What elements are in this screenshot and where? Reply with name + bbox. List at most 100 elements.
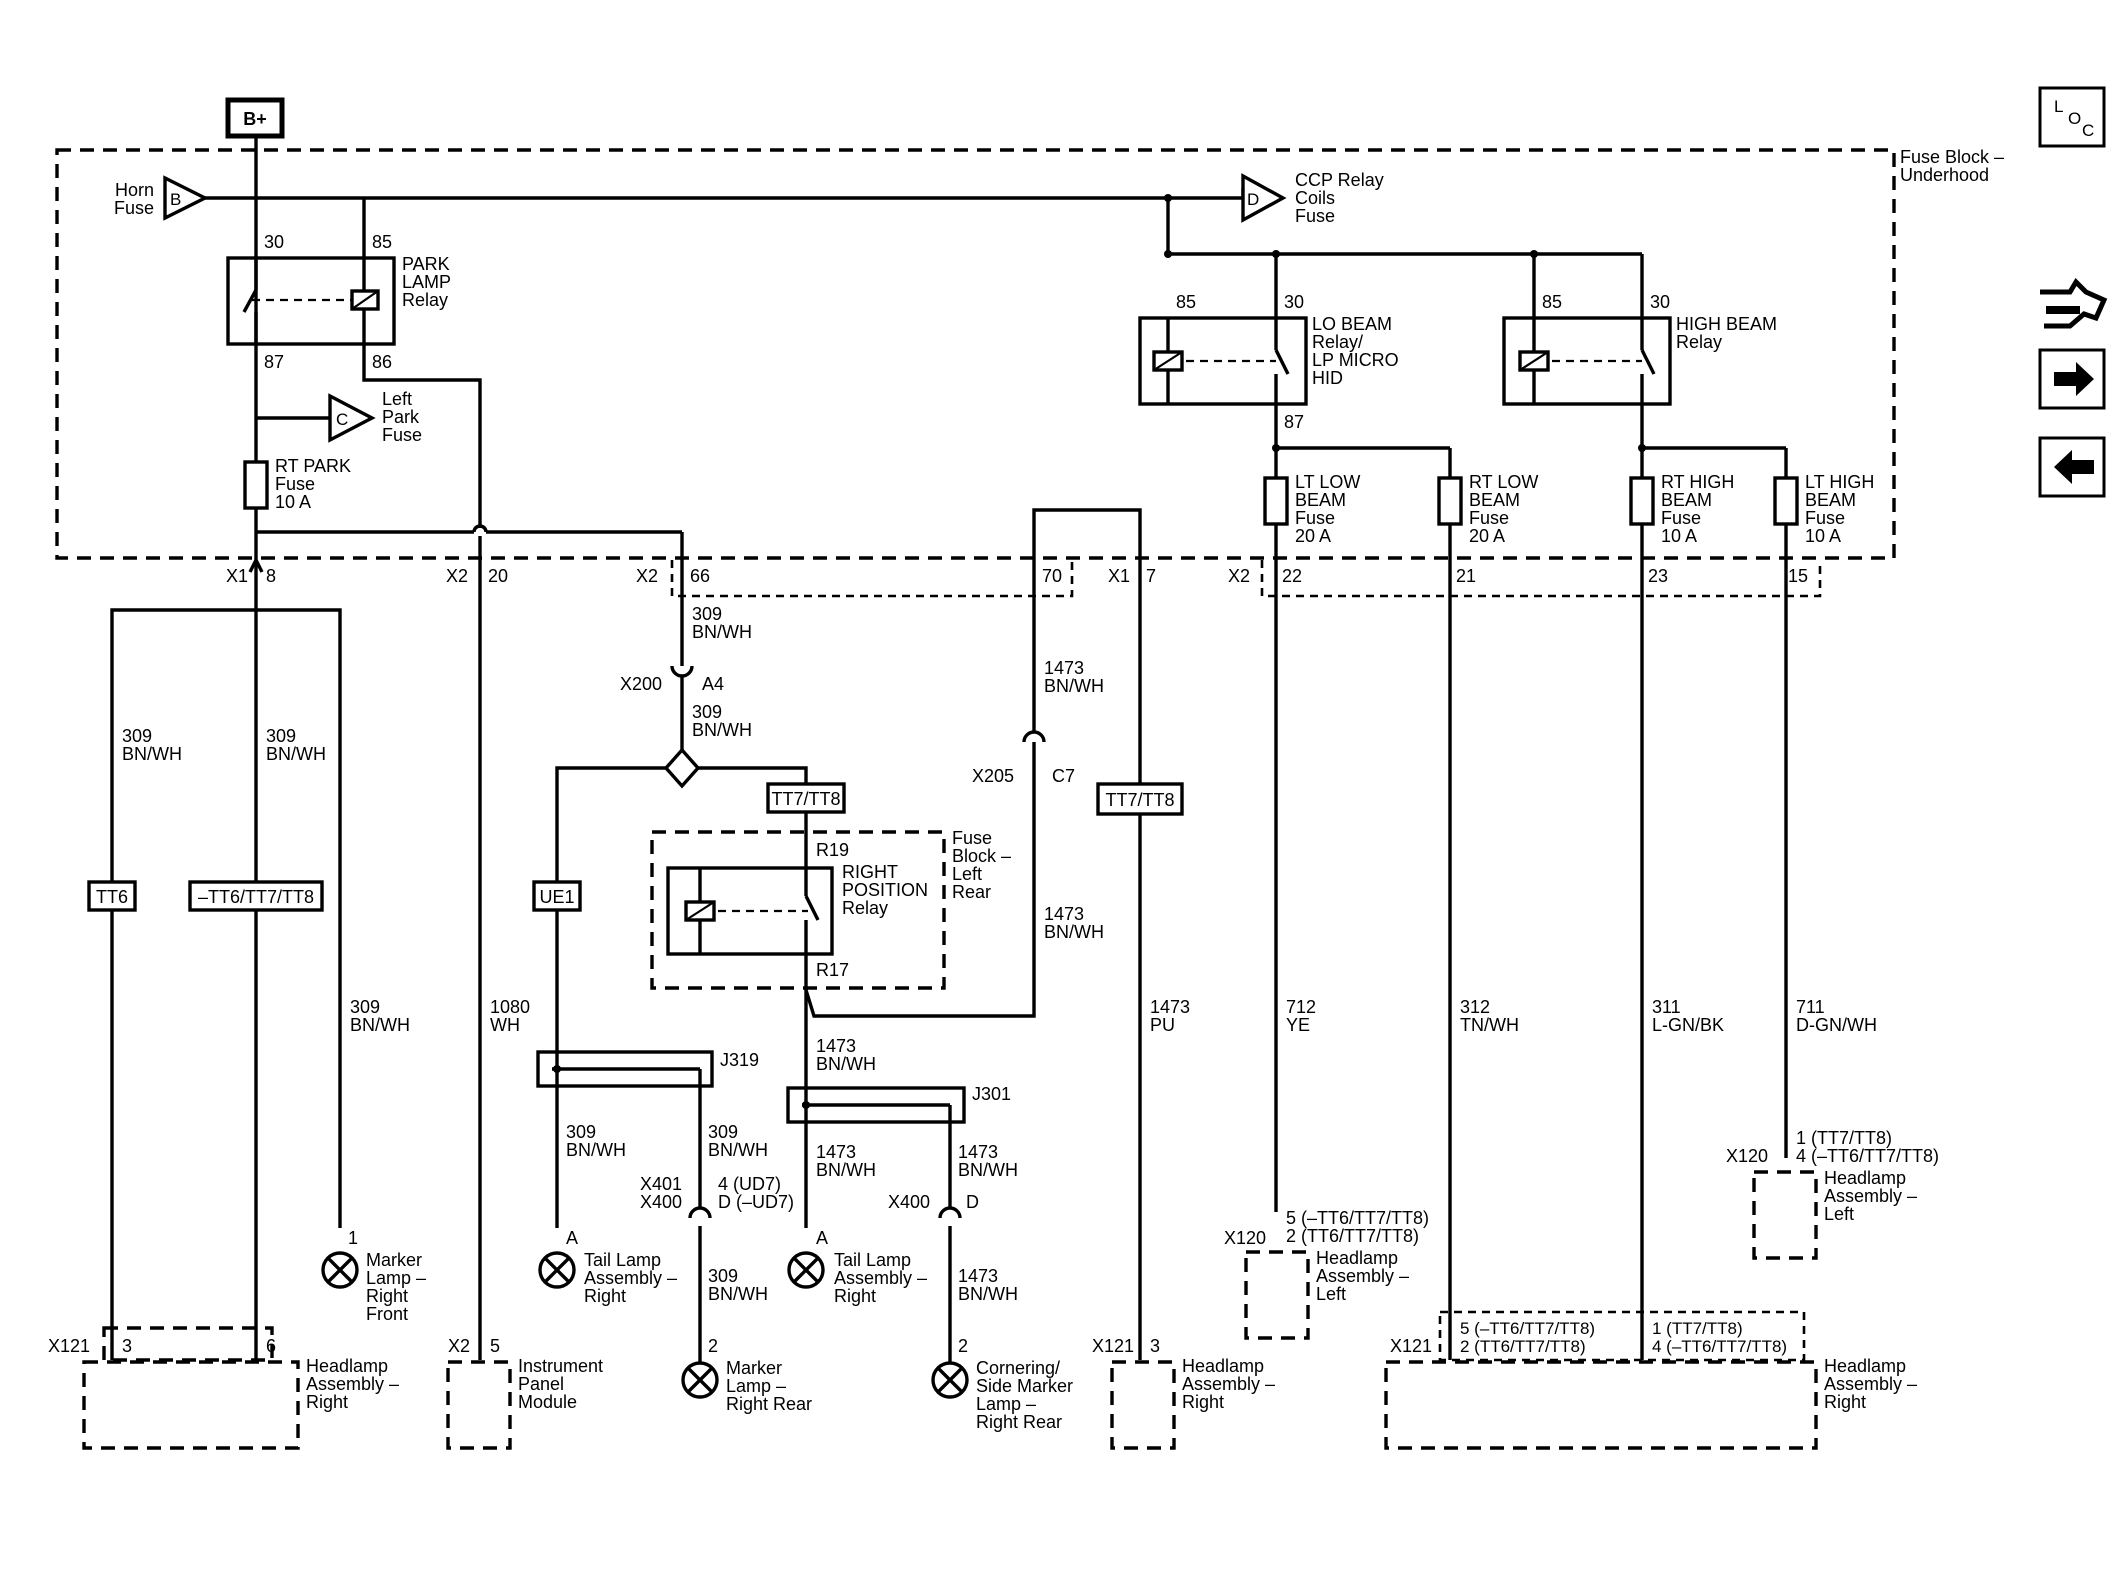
splice-pack-j319	[536, 1050, 714, 1088]
back-button[interactable]	[2038, 436, 2106, 498]
lo-beam-relay-label-2: Relay/	[1312, 332, 1363, 352]
marker-rear-label-2: Lamp –	[726, 1376, 786, 1396]
tail-lamp-a-label-2: Assembly –	[584, 1268, 677, 1288]
ipm-label-1: Instrument	[518, 1356, 603, 1376]
left-park-fuse-label-1: Left	[382, 389, 412, 409]
headlamp-assembly-right-a	[82, 1360, 300, 1450]
wire-1080-color: WH	[490, 1015, 520, 1035]
x120-right-pin-1: 1 (TT7/TT8)	[1796, 1128, 1892, 1148]
wire-311-color: L-GN/BK	[1652, 1015, 1724, 1035]
forward-button[interactable]	[2038, 348, 2106, 410]
horn-fuse-label-2: Fuse	[114, 198, 154, 218]
wire-711-color: D-GN/WH	[1796, 1015, 1877, 1035]
splice-pack-j301	[786, 1086, 966, 1124]
left-park-fuse-label-3: Fuse	[382, 425, 422, 445]
park-relay-label-2: LAMP	[402, 272, 451, 292]
park-relay-pin-85: 85	[372, 232, 392, 252]
wire-312-color: TN/WH	[1460, 1015, 1519, 1035]
position-relay-r19: R19	[816, 840, 849, 860]
ccp-fuse-label-2: Coils	[1295, 188, 1335, 208]
marker-rear-label-3: Right Rear	[726, 1394, 812, 1414]
fuse-block-underhood-label-1: Fuse Block –	[1900, 147, 2004, 167]
wire-309-x400-color: BN/WH	[708, 1284, 768, 1304]
wire-309-x400-num: 309	[708, 1266, 738, 1286]
wire-712-color: YE	[1286, 1015, 1310, 1035]
lt-high-fuse-label-1: LT HIGH	[1805, 472, 1874, 492]
cornering-label-3: Lamp –	[976, 1394, 1036, 1414]
x2-ipm-pin: 5	[490, 1336, 500, 1356]
park-relay-pin-87: 87	[264, 352, 284, 372]
x400-d-pin: D	[966, 1192, 979, 1212]
lo-beam-relay-label-3: LP MICRO	[1312, 350, 1399, 370]
ipm-label-3: Module	[518, 1392, 577, 1412]
headlamp-assembly-left-b	[1752, 1170, 1818, 1260]
connector-x1-a-pin: 8	[266, 566, 276, 586]
x400-d-name: X400	[888, 1192, 930, 1212]
connector-pin-70: 70	[1042, 566, 1062, 586]
x121-a-pin-3: 3	[122, 1336, 132, 1356]
lo-beam-relay-pin-30: 30	[1284, 292, 1304, 312]
headlamp-left-b-label-1: Headlamp	[1824, 1168, 1906, 1188]
park-relay-pin-30: 30	[264, 232, 284, 252]
x121-a-name: X121	[48, 1336, 90, 1356]
park-relay-label-1: PARK	[402, 254, 450, 274]
wire-1473-x400d-color: BN/WH	[958, 1284, 1018, 1304]
tail-lamp-a-label-3: Right	[584, 1286, 626, 1306]
instrument-panel-module	[446, 1360, 512, 1450]
wire-1473-mid-num: 1473	[1044, 904, 1084, 924]
rt-park-fuse-icon	[243, 460, 269, 510]
rt-low-fuse-label-2: BEAM	[1469, 490, 1520, 510]
rt-high-fuse-label-1: RT HIGH	[1661, 472, 1734, 492]
rt-low-fuse-label-4: 20 A	[1469, 526, 1505, 546]
x205-pin: C7	[1052, 766, 1075, 786]
wire-309-marker	[256, 608, 342, 1228]
tools-icon[interactable]	[2040, 277, 2108, 329]
wire-309-x200-top-num: 309	[692, 604, 722, 624]
rt-park-fuse-label-3: 10 A	[275, 492, 311, 512]
x400-pin: D (–UD7)	[718, 1192, 794, 1212]
lt-high-fuse-label-3: Fuse	[1805, 508, 1845, 528]
battery-positive-label: B+	[243, 109, 267, 129]
fuse-block-underhood-label-2: Underhood	[1900, 165, 1989, 185]
x120-right-pin-2: 4 (–TT6/TT7/TT8)	[1796, 1146, 1939, 1166]
x121-c-pin-l1: 5 (–TT6/TT7/TT8)	[1460, 1319, 1595, 1338]
headlamp-right-a-label-2: Assembly –	[306, 1374, 399, 1394]
tail-lamp-b-label-2: Assembly –	[834, 1268, 927, 1288]
x200-name: X200	[620, 674, 662, 694]
wire-1080-num: 1080	[490, 997, 530, 1017]
option-tt7-tt8-a	[766, 782, 846, 814]
fb-left-rear-label-1: Fuse	[952, 828, 992, 848]
x120-right-name: X120	[1726, 1146, 1768, 1166]
ccp-fuse-pin: D	[1247, 190, 1259, 209]
arrow-right-icon	[2054, 362, 2094, 396]
rt-high-fuse-label-3: Fuse	[1661, 508, 1701, 528]
ipm-label-2: Panel	[518, 1374, 564, 1394]
lo-beam-relay-pin-85: 85	[1176, 292, 1196, 312]
horn-fuse-label-1: Horn	[115, 180, 154, 200]
x401-name: X401	[640, 1174, 682, 1194]
wire-1473-x400d-num: 1473	[958, 1266, 998, 1286]
marker-front-label-4: Front	[366, 1304, 408, 1324]
wire-1473-j301-l-color: BN/WH	[816, 1160, 876, 1180]
connector-x2-c-pin: 22	[1282, 566, 1302, 586]
splice-j319-label: J319	[720, 1050, 759, 1070]
loc-letter-o: O	[2068, 109, 2081, 128]
connector-pin-21: 21	[1456, 566, 1476, 586]
option-tt6-tt7-tt8	[188, 880, 324, 912]
headlamp-right-b-label-3: Right	[1182, 1392, 1224, 1412]
lt-low-fuse-label-4: 20 A	[1295, 526, 1331, 546]
option-ue1-label: UE1	[539, 887, 574, 907]
wire-1473-j301-r-num: 1473	[958, 1142, 998, 1162]
fuse-block-underhood-outline	[55, 148, 1896, 560]
fb-left-rear-label-4: Rear	[952, 882, 991, 902]
lo-beam-relay-label-4: HID	[1312, 368, 1343, 388]
loc-button[interactable]: L O C	[2038, 86, 2106, 148]
fuse-block-left-rear-outline	[650, 830, 946, 990]
wire-309-marker-num: 309	[350, 997, 380, 1017]
rt-low-beam-fuse-icon	[1437, 476, 1463, 526]
x2-ipm-name: X2	[448, 1336, 470, 1356]
headlamp-right-b-label-1: Headlamp	[1182, 1356, 1264, 1376]
marker-front-label-1: Marker	[366, 1250, 422, 1270]
x121-b-name: X121	[1092, 1336, 1134, 1356]
